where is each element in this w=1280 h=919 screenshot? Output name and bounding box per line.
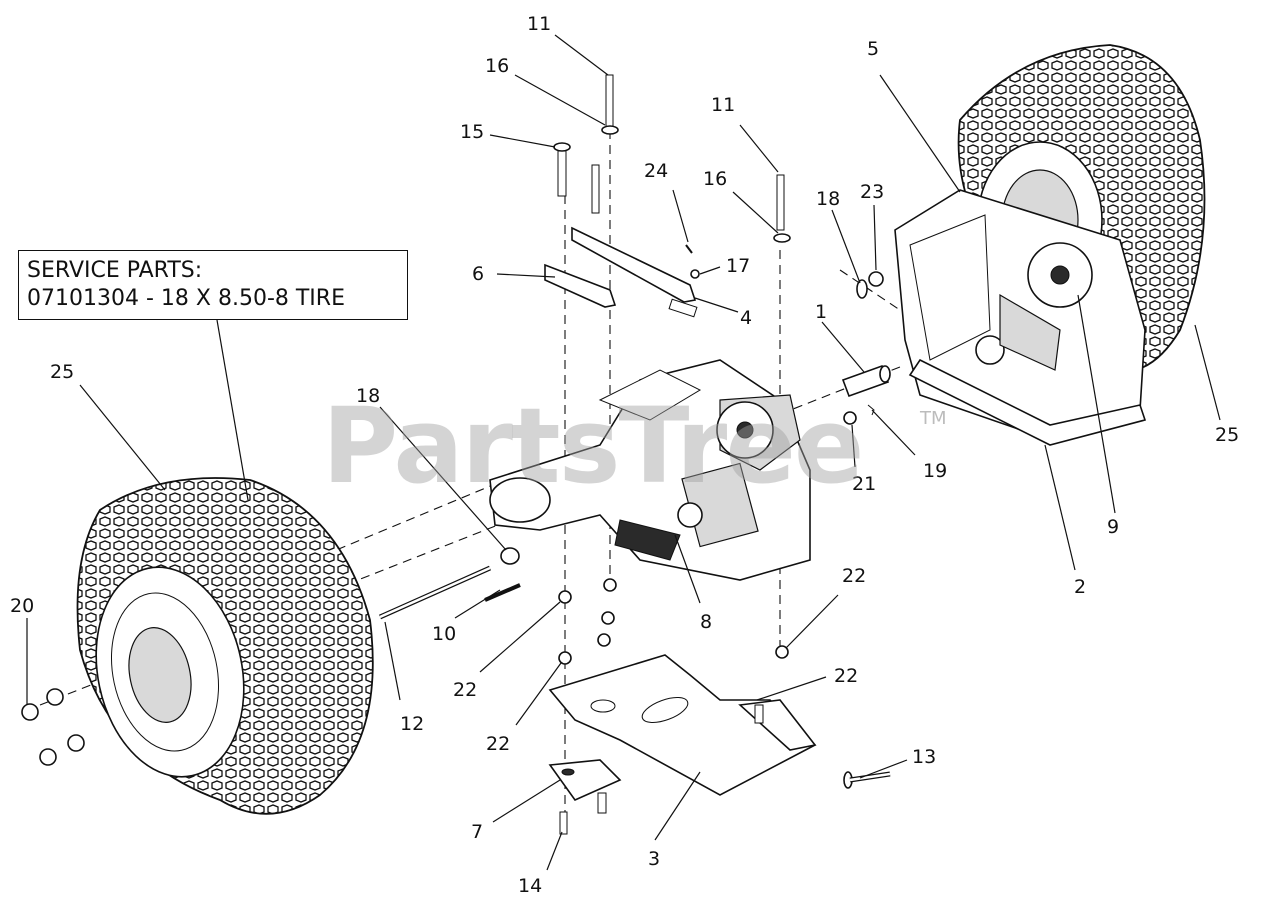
service-parts-line: 07101304 - 18 X 8.50-8 TIRE — [27, 286, 345, 311]
spacer-tube — [841, 364, 891, 425]
callout-1: 1 — [815, 301, 827, 323]
callout-3: 3 — [648, 848, 660, 870]
callout-15: 15 — [460, 121, 484, 143]
service-parts-heading: SERVICE PARTS: — [27, 258, 203, 283]
callout-4: 4 — [740, 307, 752, 329]
callout-18: 18 — [816, 188, 840, 210]
right-washers — [856, 271, 884, 299]
callout-25: 25 — [1215, 424, 1239, 446]
callout-11: 11 — [527, 13, 551, 35]
callout-9: 9 — [1107, 516, 1119, 538]
washer-left — [500, 547, 520, 565]
left-transaxle — [489, 359, 811, 581]
nuts — [558, 578, 789, 665]
left-tire — [76, 477, 374, 815]
callout-23: 23 — [860, 181, 884, 203]
callout-12: 12 — [400, 713, 424, 735]
callout-20: 20 — [10, 595, 34, 617]
callout-16: 16 — [485, 55, 509, 77]
callout-25: 25 — [50, 361, 74, 383]
leader-lines — [26, 34, 1221, 871]
callout-22: 22 — [842, 565, 866, 587]
callout-22: 22 — [834, 665, 858, 687]
callout-21: 21 — [852, 473, 876, 495]
callout-13: 13 — [912, 746, 936, 768]
skid-plate — [548, 654, 817, 796]
callout-14: 14 — [518, 875, 542, 897]
top-pins — [553, 74, 791, 243]
callout-18: 18 — [356, 385, 380, 407]
callout-19: 19 — [923, 460, 947, 482]
bolt-13 — [843, 771, 891, 789]
callout-16: 16 — [703, 168, 727, 190]
callout-7: 7 — [471, 821, 483, 843]
callout-labels: 11 16 15 11 24 16 17 6 4 1 5 18 23 25 18… — [10, 13, 1239, 897]
linkage-brackets — [544, 226, 700, 318]
callout-11: 11 — [711, 94, 735, 116]
axle-rod — [378, 565, 521, 620]
service-parts-box: SERVICE PARTS: 07101304 - 18 X 8.50-8 TI… — [18, 250, 408, 320]
callout-6: 6 — [472, 263, 484, 285]
callout-2: 2 — [1074, 576, 1086, 598]
callout-5: 5 — [867, 38, 879, 60]
mount-bracket — [548, 759, 622, 835]
lug-nuts — [21, 688, 85, 766]
callout-17: 17 — [726, 255, 750, 277]
watermark-trademark: TM — [920, 408, 947, 429]
callout-22: 22 — [486, 733, 510, 755]
callout-24: 24 — [644, 160, 668, 182]
callout-8: 8 — [700, 611, 712, 633]
callout-22: 22 — [453, 679, 477, 701]
right-transaxle — [894, 189, 1147, 446]
callout-10: 10 — [432, 623, 456, 645]
